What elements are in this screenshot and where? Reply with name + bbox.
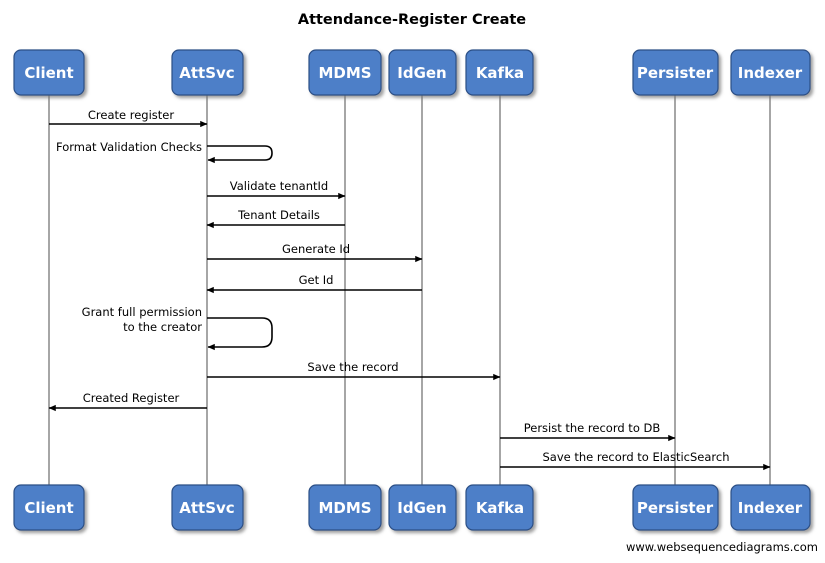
actor-label-indexer: Indexer — [738, 499, 803, 517]
message-format-validation-checks: Format Validation Checks — [56, 140, 273, 164]
actor-indexer-top[interactable]: Indexer — [730, 49, 811, 96]
actor-label-persister: Persister — [637, 499, 714, 517]
actor-label-attsvc: AttSvc — [179, 499, 234, 517]
actor-mdms-top[interactable]: MDMS — [308, 49, 382, 96]
message-label-save-the-record: Save the record — [307, 360, 398, 374]
actor-box-client[interactable] — [13, 49, 85, 96]
actor-persister-bottom[interactable]: Persister — [632, 484, 719, 531]
actor-box-client[interactable] — [13, 484, 85, 531]
actor-box-persister[interactable] — [632, 484, 719, 531]
page-title: Attendance-Register Create — [298, 12, 526, 28]
message-label-validate-tenantid: Validate tenantId — [230, 179, 328, 193]
actor-box-mdms[interactable] — [308, 484, 382, 531]
actor-box-persister[interactable] — [632, 49, 719, 96]
self-message-arrow-grant-full-permission — [207, 317, 273, 351]
actor-idgen-top[interactable]: IdGen — [388, 49, 457, 96]
actor-box-indexer[interactable] — [730, 49, 811, 96]
actor-boxes-top: Client AttSvc MDMS IdGen Kafka Persister Index… — [13, 49, 811, 96]
actor-box-mdms[interactable] — [308, 49, 382, 96]
actor-mdms-bottom[interactable]: MDMS — [308, 484, 382, 531]
actor-box-idgen[interactable] — [388, 484, 457, 531]
message-label-grant-full-permission: Grant full permission — [82, 305, 202, 319]
message-validate-tenantid: Validate tenantId — [207, 179, 346, 200]
actor-idgen-bottom[interactable]: IdGen — [388, 484, 457, 531]
actor-label-mdms: MDMS — [318, 499, 371, 517]
message-label-persist-record-to-db: Persist the record to DB — [524, 421, 661, 435]
actor-persister-top[interactable]: Persister — [632, 49, 719, 96]
message-label-get-id: Get Id — [299, 273, 334, 287]
actor-label-mdms: MDMS — [318, 64, 371, 82]
actor-kafka-bottom[interactable]: Kafka — [465, 484, 534, 531]
actor-label-kafka: Kafka — [476, 64, 524, 82]
actor-attsvc-top[interactable]: AttSvc — [171, 49, 244, 96]
actor-client-top[interactable]: Client — [13, 49, 85, 96]
self-message-arrow-format-validation-checks — [207, 145, 273, 164]
message-label-grant-full-permission: to the creator — [123, 320, 202, 334]
actor-label-client: Client — [24, 499, 73, 517]
message-tenant-details: Tenant Details — [206, 208, 345, 229]
message-label-created-register: Created Register — [83, 391, 180, 405]
message-save-record-to-elasticsearch: Save the record to ElasticSearch — [500, 450, 771, 471]
actor-box-kafka[interactable] — [465, 49, 534, 96]
actor-label-client: Client — [24, 64, 73, 82]
message-label-create-register: Create register — [88, 108, 174, 122]
message-label-save-record-to-elasticsearch: Save the record to ElasticSearch — [542, 450, 729, 464]
message-label-tenant-details: Tenant Details — [237, 208, 320, 222]
actor-label-attsvc: AttSvc — [179, 64, 234, 82]
message-label-generate-id: Generate Id — [282, 242, 350, 256]
actor-box-idgen[interactable] — [388, 49, 457, 96]
actor-label-persister: Persister — [637, 64, 714, 82]
message-generate-id: Generate Id — [207, 242, 423, 263]
message-get-id: Get Id — [206, 273, 422, 294]
actor-label-indexer: Indexer — [738, 64, 803, 82]
actor-label-idgen: IdGen — [397, 64, 446, 82]
actor-attsvc-bottom[interactable]: AttSvc — [171, 484, 244, 531]
message-create-register: Create register — [49, 108, 208, 128]
actor-box-indexer[interactable] — [730, 484, 811, 531]
message-created-register: Created Register — [48, 391, 207, 412]
actor-kafka-top[interactable]: Kafka — [465, 49, 534, 96]
actor-box-kafka[interactable] — [465, 484, 534, 531]
actor-label-kafka: Kafka — [476, 499, 524, 517]
actor-client-bottom[interactable]: Client — [13, 484, 85, 531]
actor-indexer-bottom[interactable]: Indexer — [730, 484, 811, 531]
message-label-format-validation-checks: Format Validation Checks — [56, 140, 202, 154]
message-persist-record-to-db: Persist the record to DB — [500, 421, 676, 442]
actor-label-idgen: IdGen — [397, 499, 446, 517]
message-save-the-record: Save the record — [207, 360, 501, 381]
watermark-footer: www.websequencediagrams.com — [626, 540, 818, 554]
actor-box-attsvc[interactable] — [171, 49, 244, 96]
actor-box-attsvc[interactable] — [171, 484, 244, 531]
actor-boxes-bottom: Client AttSvc MDMS IdGen Kafka Persister Index… — [13, 484, 811, 531]
